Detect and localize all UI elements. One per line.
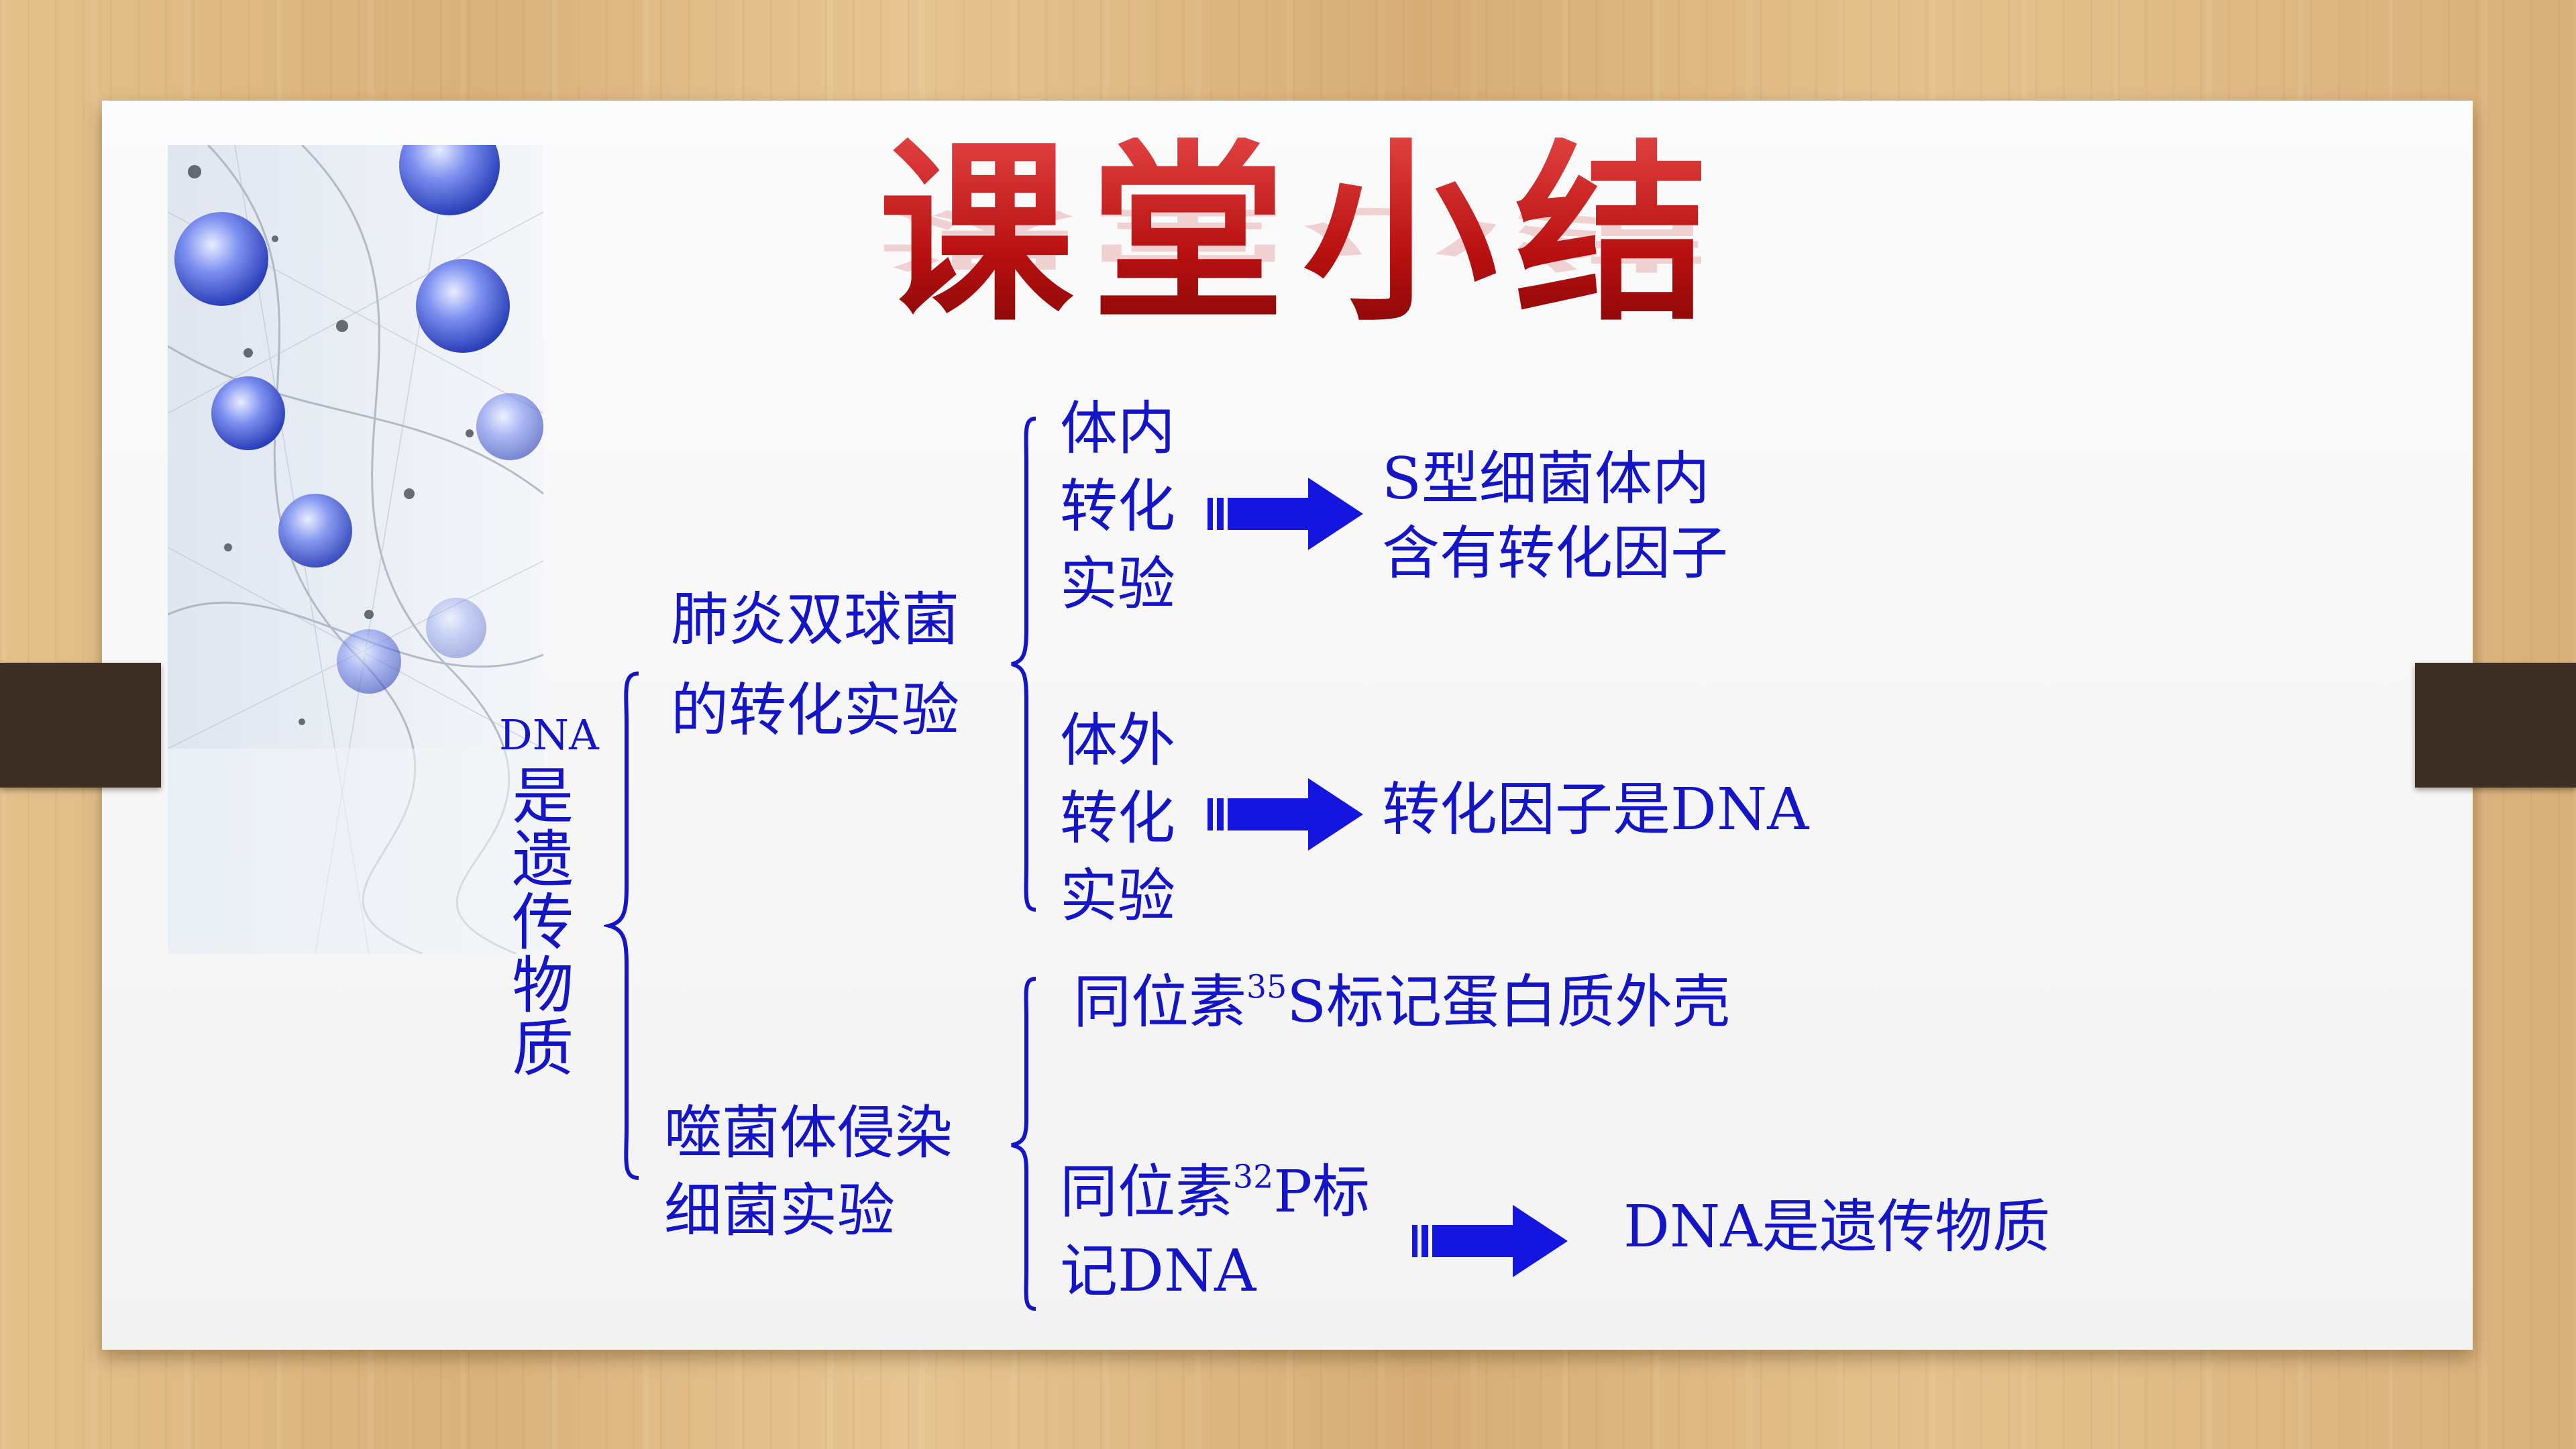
root-label-main: 是遗传物质 (501, 763, 574, 1079)
page-title: 课堂小结 (879, 121, 1727, 347)
dna-decoration-image (168, 145, 543, 954)
in-vivo-line3: 实验 (1060, 551, 1175, 618)
phage-label-line2: 细菌实验 (664, 1177, 895, 1244)
p32-prefix: 同位素 (1060, 1159, 1233, 1226)
p32-superscript: 32 (1233, 1159, 1274, 1196)
in-vitro-line2: 转化 (1060, 785, 1175, 852)
p32-label-line1: 同位素32P标 (1060, 1159, 1370, 1226)
pneumo-label-line2: 的转化实验 (671, 677, 959, 744)
in-vitro-line1: 体外 (1060, 707, 1175, 774)
phage-brace (1011, 977, 1036, 1311)
in-vitro-result: 转化因子是DNA (1382, 776, 1809, 843)
s35-prefix: 同位素 (1073, 969, 1246, 1036)
phage-label-line1: 噬菌体侵染 (664, 1099, 953, 1167)
in-vivo-arrow (1208, 478, 1363, 550)
root-label-dna: DNA (499, 710, 599, 759)
left-clip (0, 663, 161, 788)
pneumo-brace (1011, 417, 1036, 912)
p32-arrow (1412, 1205, 1568, 1277)
right-clip (2415, 663, 2576, 788)
title-area: 课堂小结 课堂小结 (879, 138, 1727, 366)
p32-result: DNA是遗传物质 (1623, 1193, 2051, 1260)
in-vivo-line2: 转化 (1060, 473, 1175, 540)
in-vivo-line1: 体内 (1060, 395, 1175, 462)
main-brace (604, 672, 639, 1180)
p32-label-line2: 记DNA (1060, 1238, 1256, 1305)
p32-suffix: P标 (1273, 1159, 1371, 1226)
in-vivo-result-line1: S型细菌体内 (1382, 445, 1710, 513)
in-vitro-line3: 实验 (1060, 863, 1175, 930)
pneumo-label-line1: 肺炎双球菌 (671, 586, 959, 653)
in-vitro-arrow (1208, 778, 1363, 851)
s35-label: 同位素35S标记蛋白质外壳 (1073, 969, 1730, 1036)
s35-suffix: S标记蛋白质外壳 (1287, 969, 1731, 1036)
s35-superscript: 35 (1246, 969, 1287, 1006)
in-vivo-result-line2: 含有转化因子 (1382, 520, 1728, 587)
